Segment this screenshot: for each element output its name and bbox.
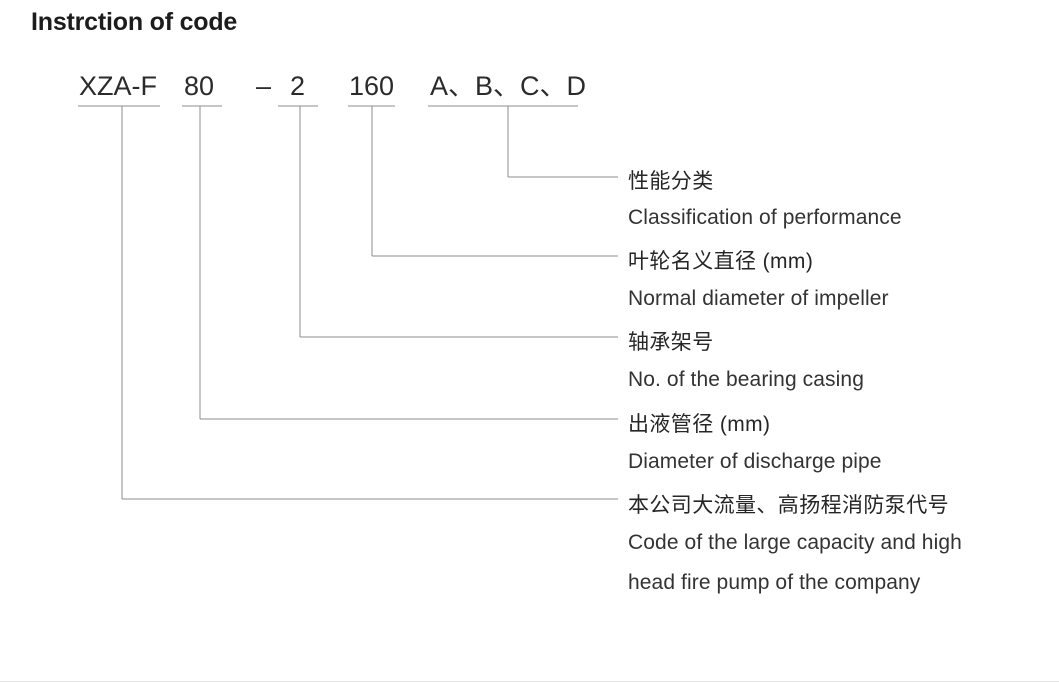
annotation-en-prefix-line2: head fire pump of the company [628,571,921,594]
model-code-row: XZA-F 80 –2 160 A、B、C、D [0,70,1059,106]
annotation-en-prefix-line1: Code of the large capacity and high [628,531,962,554]
code-segment-performance: A、B、C、D [430,71,587,101]
code-segment-bearing: 2 [290,71,306,101]
annotation-en-performance-line1: Classification of performance [628,206,902,229]
code-segment-discharge: 80 [184,71,215,101]
annotation-cn-prefix: 本公司大流量、高扬程消防泵代号 [628,494,949,517]
annotation-en-impeller-line1: Normal diameter of impeller [628,287,889,310]
code-segment-dash: – [256,71,272,101]
code-segment-impeller: 160 [349,71,395,101]
annotation-cn-impeller: 叶轮名义直径 (mm) [628,250,814,273]
annotation-cn-discharge: 出液管径 (mm) [628,413,771,436]
annotation-cn-bearing: 轴承架号 [628,331,714,354]
annotation-en-bearing-line1: No. of the bearing casing [628,368,864,391]
annotation-en-discharge-line1: Diameter of discharge pipe [628,450,882,473]
page-title: Instrction of code [31,8,238,36]
annotation-cn-performance: 性能分类 [628,170,714,193]
bottom-divider [0,681,1059,682]
code-segment-prefix: XZA-F [79,71,157,101]
